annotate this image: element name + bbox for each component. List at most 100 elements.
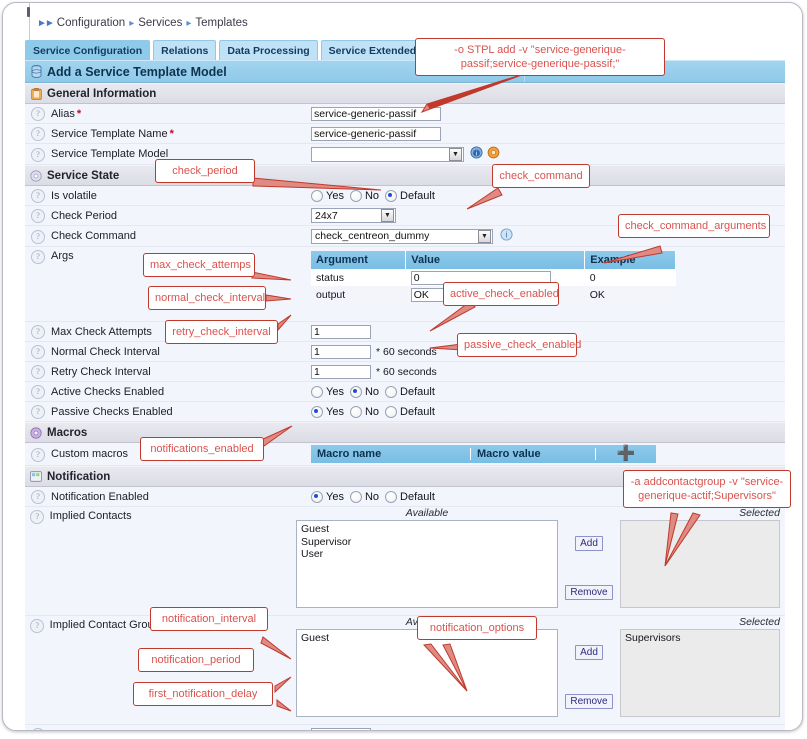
help-icon[interactable]: ? [25,362,51,381]
list-item[interactable]: Supervisor [301,535,352,548]
radio-label: Yes [326,189,344,202]
help-icon[interactable]: ? [25,402,51,421]
help-icon[interactable]: ? [25,487,51,506]
section-service-state: Service State [25,165,785,186]
help-icon[interactable]: ? [25,382,51,401]
field-row-template-model: ? Service Template Model ▼ i [25,144,785,165]
annotation-text: check_period [155,159,255,183]
field-row-args: ? Args Argument Value Example status 0 [25,247,785,322]
field-row-notification-interval: ? Notification Interval * 60 seconds [25,725,785,730]
help-icon[interactable]: ? [25,507,50,524]
gear-icon[interactable] [487,146,500,162]
active-checks-radio-no[interactable]: No [349,385,379,398]
info-icon[interactable]: i [500,228,513,244]
contact-groups-remove-button[interactable]: Remove [565,694,613,709]
help-icon[interactable]: ? [25,342,51,361]
implied-contacts-dual-list: Available Guest Supervisor User Add [296,507,785,608]
annotation-text: notification_options [417,616,537,640]
list-item[interactable]: Guest [301,632,330,644]
notification-enabled-radio-yes[interactable]: Yes [311,490,344,503]
alias-input[interactable] [311,106,441,121]
annotation-active-check-enabled: active_check_enabled [443,282,559,306]
notification-interval-input[interactable] [311,727,371,730]
breadcrumb-item-services[interactable]: Services [138,17,183,29]
help-icon[interactable]: ? [25,186,51,205]
help-icon[interactable]: ? [25,226,51,246]
passive-checks-radio-no[interactable]: No [349,405,379,418]
field-row-alias: ? Alias* [25,104,785,124]
notification-enabled-radio-no[interactable]: No [349,490,379,503]
help-icon[interactable]: ? [25,144,51,164]
active-checks-control: Yes No Default [311,382,785,401]
macros-gear-icon [25,426,47,439]
annotation-text: check_command [492,164,590,188]
help-icon[interactable]: ? [25,322,51,341]
implied-contacts-available-list[interactable]: Guest Supervisor User [296,520,558,608]
help-icon[interactable]: ? [25,124,51,143]
help-icon[interactable]: ? [25,247,51,264]
passive-checks-radio-yes[interactable]: Yes [311,405,344,418]
template-name-label-text: Service Template Name [51,127,168,140]
passive-checks-control: Yes No Default [311,402,785,421]
field-row-check-command: ? Check Command check_centreon_dummy ▼ i [25,226,785,247]
args-cell-example: OK [584,286,676,303]
breadcrumb-separator-icon: ▸ [186,17,192,29]
is-volatile-radio-yes[interactable]: Yes [311,189,344,202]
page-title-bar: Add a Service Template Model [25,60,785,83]
service-template-model-select[interactable]: ▼ [311,146,464,162]
passive-checks-radio-default[interactable]: Default [385,405,435,418]
help-icon[interactable]: ? [25,443,51,465]
help-icon[interactable]: ? [25,725,51,730]
contacts-add-button[interactable]: Add [575,536,603,551]
retry-check-interval-input[interactable] [311,364,371,379]
section-notification: Notification [25,466,785,487]
normal-check-interval-input[interactable] [311,344,371,359]
rail-handle [27,7,30,17]
contact-groups-available-list[interactable]: Guest [296,629,558,717]
service-template-name-input[interactable] [311,126,441,141]
contact-groups-selected-list[interactable]: Supervisors [620,629,780,717]
contact-groups-add-button[interactable]: Add [575,645,603,660]
max-check-attempts-input[interactable] [311,324,371,339]
passive-checks-label: Passive Checks Enabled [51,405,173,418]
chevron-down-icon: ▼ [449,147,462,161]
annotation-text: -o STPL add -v "service-generique-passif… [415,38,665,76]
check-command-select[interactable]: check_centreon_dummy ▼ [311,228,493,244]
help-icon[interactable]: ? [25,104,51,123]
field-row-passive-checks: ? Passive Checks Enabled Yes No Default [25,402,785,422]
help-icon[interactable]: ? [25,206,51,225]
list-item[interactable]: Guest [301,523,330,535]
list-item[interactable]: Supervisors [625,632,681,644]
notification-enabled-radio-default[interactable]: Default [385,490,435,503]
annotation-text: notification_interval [150,607,268,631]
active-checks-radio-yes[interactable]: Yes [311,385,344,398]
breadcrumb-item-templates[interactable]: Templates [195,17,248,29]
breadcrumb-arrow-icon: ►► [37,17,55,29]
retry-check-interval-control: * 60 seconds [311,362,785,381]
breadcrumb-item-configuration[interactable]: Configuration [56,17,126,29]
list-item[interactable]: User [301,548,324,560]
notification-enabled-control: Yes No Default [311,487,785,506]
active-checks-radio-default[interactable]: Default [385,385,435,398]
tab-service-extended-info[interactable]: Service Extended Info [320,40,447,61]
required-marker: * [169,127,174,140]
tab-data-processing[interactable]: Data Processing [219,40,318,61]
check-period-select[interactable]: 24x7 ▼ [311,208,396,223]
tab-service-configuration[interactable]: Service Configuration [25,40,151,61]
implied-contact-groups-dual-list: Available Guest Add Remove S [296,616,785,717]
help-icon[interactable]: ? [25,616,50,633]
template-name-label: Service Template Name* [51,124,311,143]
contacts-remove-button[interactable]: Remove [565,585,613,600]
check-command-value: check_centreon_dummy [315,230,430,242]
implied-contacts-selected-list[interactable] [620,520,780,608]
field-row-max-check-attempts: ? Max Check Attempts [25,322,785,342]
tab-relations[interactable]: Relations [153,40,217,61]
implied-contact-groups-label: Implied Contact Groups [49,619,166,631]
is-volatile-radio-no[interactable]: No [349,189,379,202]
add-macro-button[interactable]: ➕ [596,446,656,461]
field-row-normal-check-interval: ? Normal Check Interval * 60 seconds [25,342,785,362]
field-row-active-checks: ? Active Checks Enabled Yes No Default [25,382,785,402]
is-volatile-radio-default[interactable]: Default [385,189,435,202]
info-icon[interactable]: i [470,146,483,162]
